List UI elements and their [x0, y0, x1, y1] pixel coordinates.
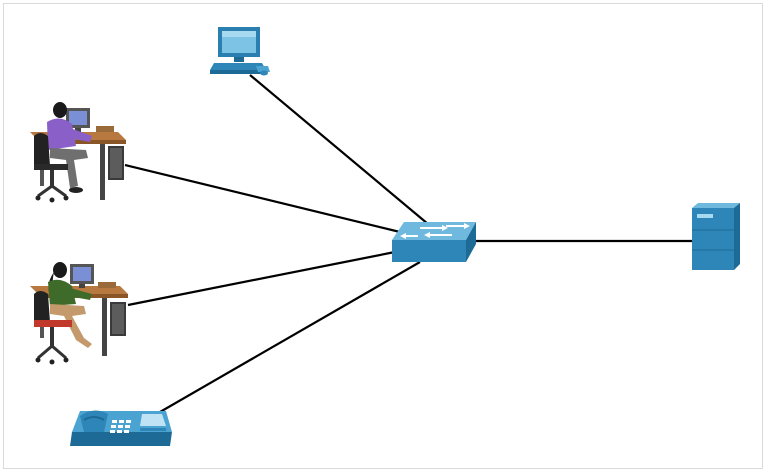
- user-at-workstation-icon[interactable]: [30, 102, 126, 203]
- link-user1-switch: [124, 163, 401, 234]
- user-at-workstation-icon[interactable]: [30, 262, 128, 365]
- ip-phone-icon[interactable]: [70, 410, 172, 446]
- links: [124, 74, 694, 413]
- server-icon[interactable]: [692, 203, 740, 270]
- diagram-frame: [3, 3, 763, 469]
- link-pc-switch: [249, 74, 429, 225]
- network-switch-icon[interactable]: [392, 222, 476, 262]
- desktop-computer-icon[interactable]: [210, 27, 270, 76]
- link-user2-switch: [127, 250, 396, 307]
- link-phone-switch: [159, 261, 421, 413]
